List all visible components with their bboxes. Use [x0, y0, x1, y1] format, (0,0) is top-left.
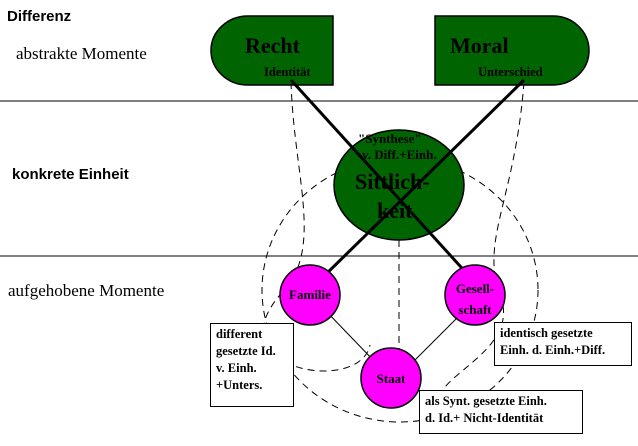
familie-label: Familie — [289, 287, 331, 302]
recht-shape — [210, 15, 334, 86]
familie-circle — [279, 264, 341, 326]
moral-title: Moral — [450, 33, 509, 58]
sittlichkeit-note-1: "Synthese" — [358, 131, 422, 146]
staat-circle — [360, 347, 422, 409]
label-aufgehobene-momente: aufgehobene Momente — [8, 281, 165, 300]
staat-label: Staat — [377, 371, 407, 386]
moral-sub: Unterschied — [478, 65, 543, 79]
label-differenz: Differenz — [7, 8, 72, 25]
annotation-box-familie: different gesetzte Id. v. Einh. +Unters. — [210, 323, 294, 407]
annotation-gesellschaft-line-1: identisch gesetzte — [500, 326, 593, 340]
annotation-staat-line-2: d. Id.+ Nicht-Identität — [425, 411, 544, 425]
sittlichkeit-circle — [333, 129, 465, 241]
dashed-loop-right — [439, 81, 525, 396]
sittlichkeit-title-1: Sittlich- — [355, 169, 430, 194]
sittlichkeit-title-2: keit — [377, 198, 413, 223]
annotation-gesellschaft-line-2: Einh. d. Einh.+Diff. — [500, 343, 606, 357]
label-abstrakte-momente: abstrakte Momente — [16, 44, 147, 63]
annotation-box-staat: als Synt. gesetzte Einh. d. Id.+ Nicht-I… — [419, 390, 583, 434]
annotation-box-gesellschaft: identisch gesetzte Einh. d. Einh.+Diff. — [494, 322, 632, 366]
line-gesellschaft-staat — [414, 314, 461, 361]
annotation-familie-line-3: v. Einh. — [216, 361, 257, 375]
annotation-familie-line-1: different — [216, 327, 263, 341]
recht-title: Recht — [245, 33, 301, 58]
annotation-staat-line-1: als Synt. gesetzte Einh. — [425, 394, 547, 408]
line-moral-familie — [318, 78, 526, 282]
gesellschaft-label-1: Gesell- — [456, 281, 494, 296]
annotation-familie-line-4: +Unters. — [216, 378, 263, 392]
recht-sub: Identität — [264, 65, 311, 79]
sittlichkeit-note-2: v. Diff.+Einh. — [362, 147, 437, 162]
gesellschaft-label-2: schaft — [458, 302, 492, 317]
gesellschaft-circle — [444, 264, 506, 326]
label-konkrete-einheit: konkrete Einheit — [12, 166, 129, 183]
moral-shape — [434, 15, 590, 86]
line-recht-gesellschaft — [289, 78, 472, 279]
line-familie-staat — [324, 309, 376, 363]
annotation-familie-line-2: gesetzte Id. — [216, 344, 276, 358]
dashed-ellipse-outer — [261, 157, 539, 423]
